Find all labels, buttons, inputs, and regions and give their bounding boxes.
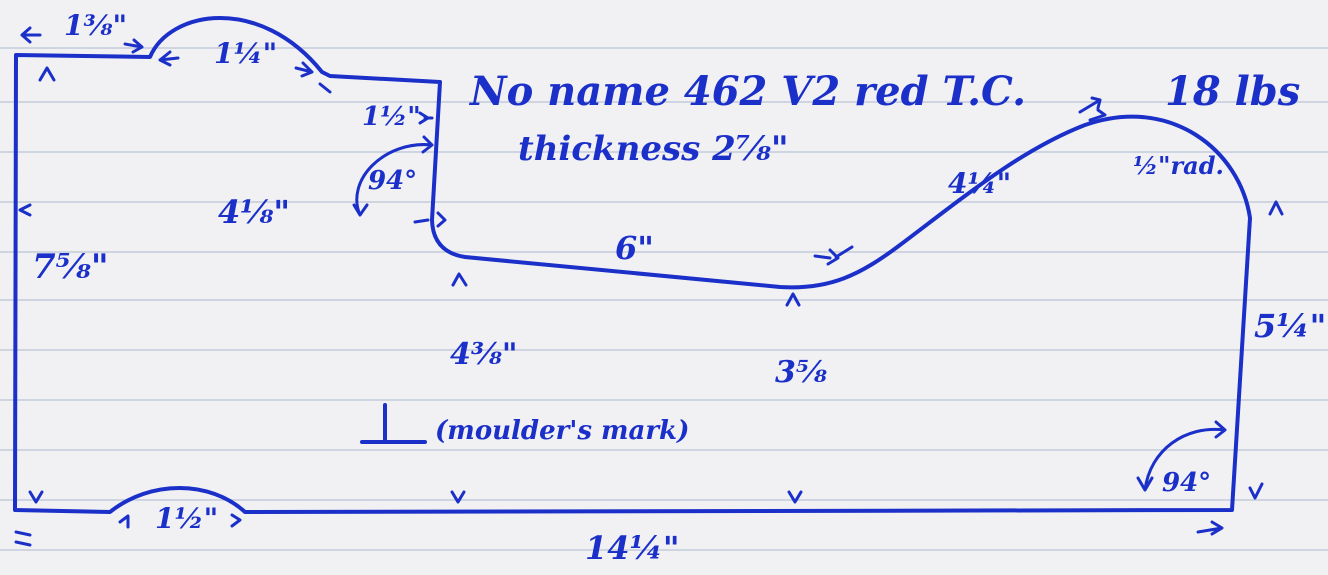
dim-arrow-step [418, 111, 434, 125]
dim-right-height: 5¼" [1254, 307, 1327, 345]
dim-slope-length: 4¼" [948, 167, 1012, 200]
dim-right-angle: 94° [1162, 468, 1212, 498]
angle-arc-left [352, 135, 434, 217]
dim-left-height: 7⅝" [32, 247, 109, 287]
dim-step-width: 1½" [362, 102, 421, 132]
dim-step-depth: 4⅜" [450, 337, 518, 372]
dim-arrow-inner [413, 211, 447, 228]
dim-top-hump: 1¼" [214, 37, 278, 70]
ruled-lines [0, 47, 1328, 551]
dim-top-left-width: 1⅜" [64, 9, 128, 42]
dim-left-angle: 94° [368, 166, 418, 196]
dim-radius: ½"rad. [1133, 151, 1224, 180]
moulders-mark-label: (moulder's mark) [435, 416, 690, 446]
dim-arrow-left-side [18, 203, 32, 217]
dim-arrow-trough [813, 245, 854, 266]
dim-arrow-bottom-hump [118, 513, 242, 529]
profile-outline [13, 16, 1252, 514]
dim-trough-length: 6" [615, 229, 654, 267]
title-note: No name 462 V2 red T.C. [470, 68, 1027, 115]
dim-arrow-radius [1088, 108, 1107, 122]
dim-trough-depth: 3⅝ [775, 355, 827, 390]
dim-arrow-overall [14, 520, 1224, 547]
dim-arrow-top-left [20, 26, 144, 54]
thickness-note: thickness 2⅞" [518, 129, 789, 169]
dim-bottom-hump: 1½" [155, 502, 219, 535]
note-arrow [1078, 96, 1102, 114]
angle-arc-right [1136, 420, 1227, 492]
dim-overall-length: 14¼" [585, 529, 680, 567]
dim-inner-height: 4⅛" [218, 193, 291, 231]
dim-arrow-top-hump [158, 50, 332, 94]
moulders-mark-symbol [360, 403, 427, 444]
weight-note: 18 lbs [1165, 68, 1301, 115]
caret-marks [28, 66, 1284, 504]
